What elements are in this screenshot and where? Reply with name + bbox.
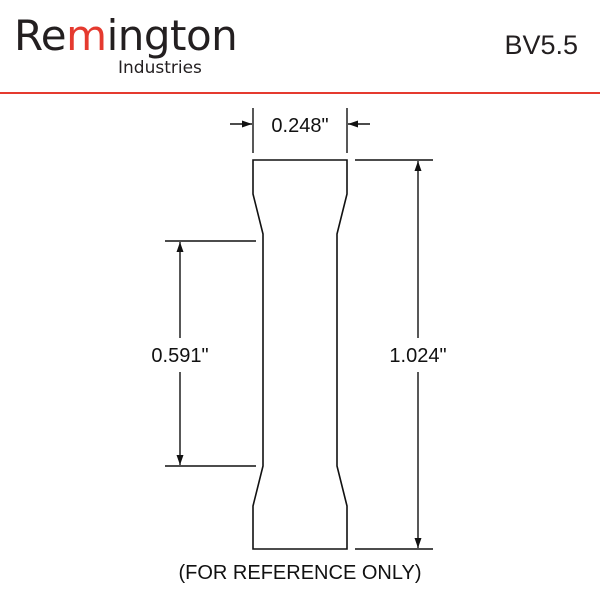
logo-prefix: Re xyxy=(14,11,67,60)
overall-length-label: 1.024" xyxy=(389,345,446,367)
barrel-length-label: 0.591" xyxy=(151,345,208,367)
barrel-length-dimension: 0.591" xyxy=(151,240,256,467)
logo-wordmark: Remington xyxy=(14,8,238,64)
logo-accent-letter: m xyxy=(66,11,107,60)
company-logo: Remington Industries xyxy=(14,8,244,78)
reference-note: (FOR REFERENCE ONLY) xyxy=(178,562,422,584)
logo-subtitle: Industries xyxy=(118,58,202,78)
part-number: BV5.5 xyxy=(504,30,578,60)
width-dimension: 0.248" xyxy=(230,108,370,153)
logo-suffix: ington xyxy=(106,11,238,60)
overall-length-dimension: 1.024" xyxy=(355,159,447,550)
header-divider xyxy=(0,92,600,94)
width-label: 0.248" xyxy=(271,115,328,137)
part-outline xyxy=(252,159,348,550)
